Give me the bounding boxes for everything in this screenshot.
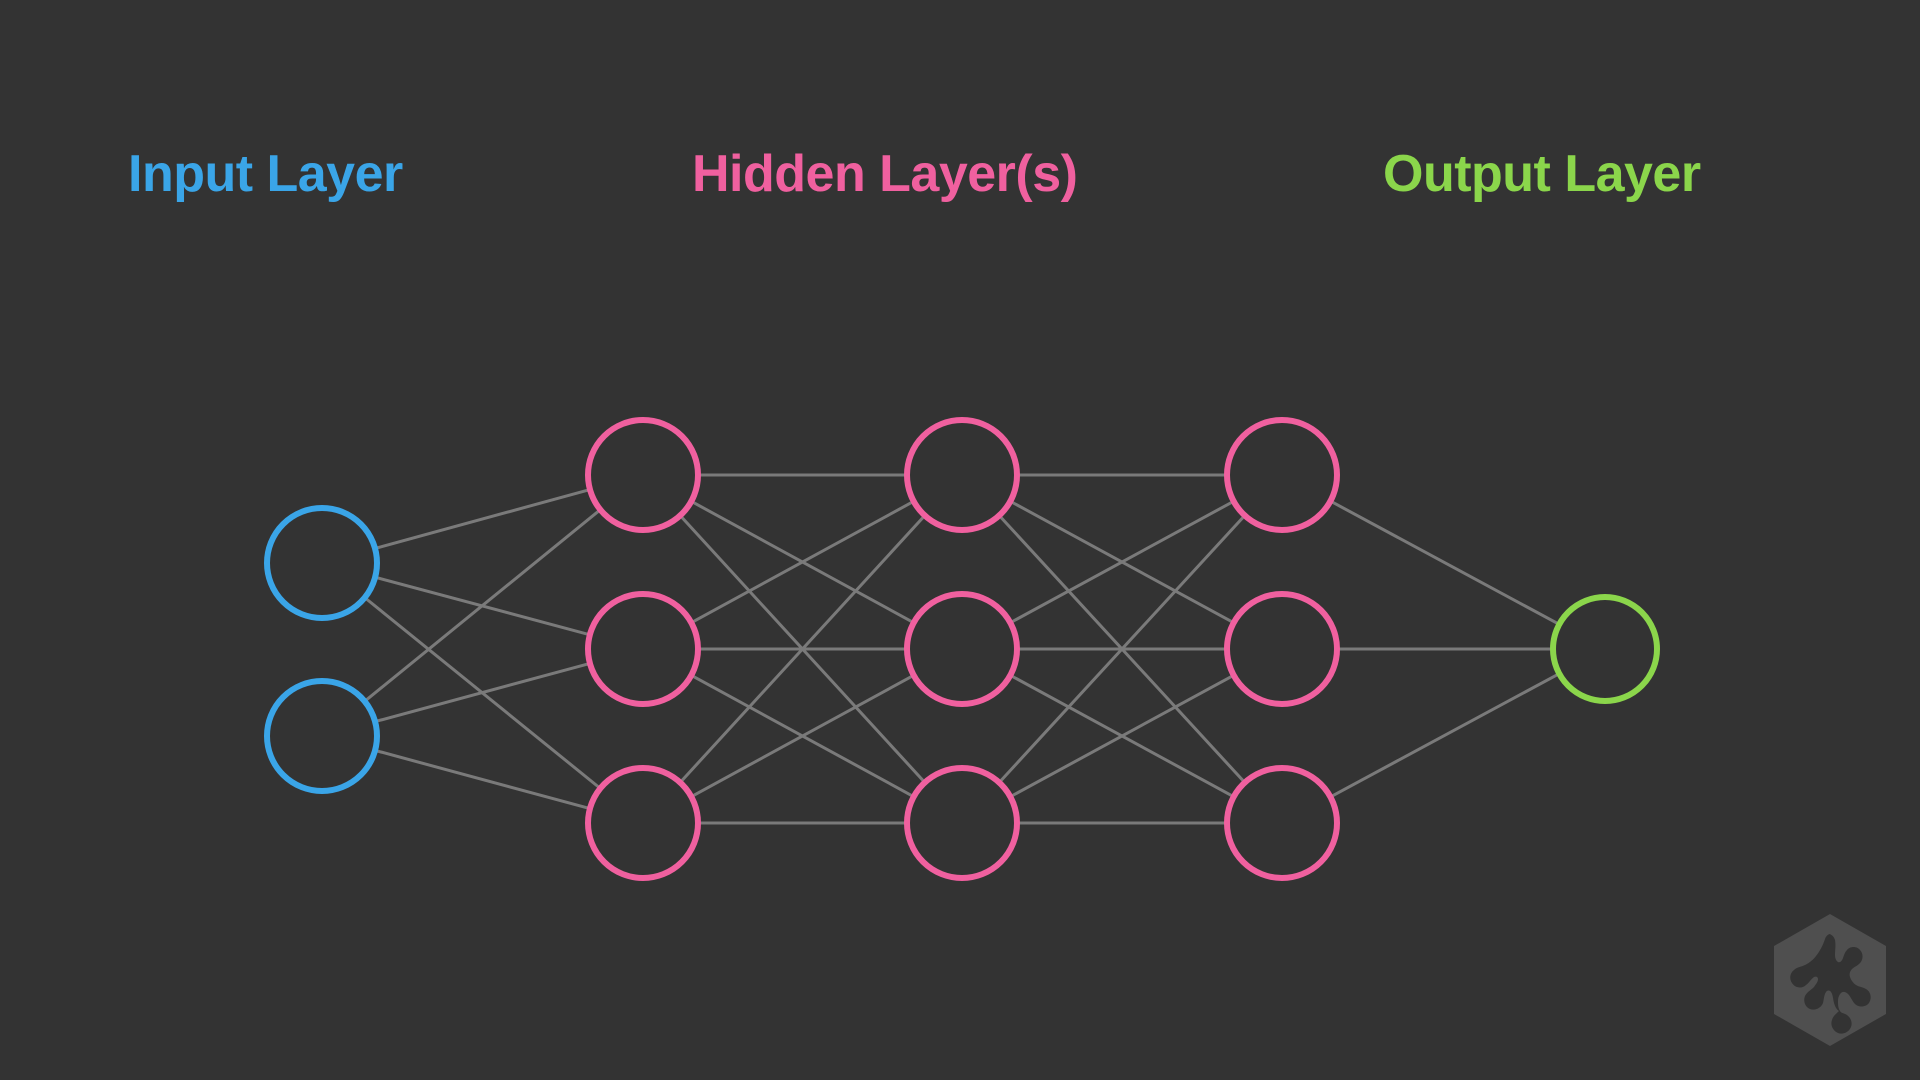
connection-line (689, 673, 916, 799)
neuron-glyph (1790, 934, 1871, 1034)
neuron-node-h1-2 (585, 591, 701, 707)
connection-line (997, 513, 1247, 785)
neuron-nodes (264, 417, 1660, 881)
neuron-node-h1-1 (585, 417, 701, 533)
neuron-node-h1-3 (585, 765, 701, 881)
input-layer-label: Input Layer (128, 145, 403, 203)
connection-line (363, 508, 602, 703)
hidden-layer-label: Hidden Layer(s) (692, 145, 1078, 203)
connection-line (373, 661, 592, 724)
connection-line (1008, 673, 1236, 799)
neuron-node-o1 (1550, 594, 1660, 704)
neuron-node-h2-3 (904, 765, 1020, 881)
neuron-node-h2-1 (904, 417, 1020, 533)
neuron-node-i2 (264, 678, 380, 794)
connection-line (373, 488, 592, 550)
output-layer-label: Output Layer (1383, 145, 1701, 203)
connection-edges (363, 473, 1561, 825)
connection-line (678, 514, 927, 784)
neuron-node-h3-2 (1224, 591, 1340, 707)
neuron-node-h3-1 (1224, 417, 1340, 533)
connection-line (1328, 499, 1561, 626)
neuron-node-i1 (264, 505, 380, 621)
connection-line (1328, 672, 1561, 799)
connection-line (373, 748, 592, 811)
neuron-node-h2-2 (904, 591, 1020, 707)
connection-line (1008, 499, 1236, 625)
treehouse-logo-icon (1774, 914, 1886, 1046)
neuron-node-h3-3 (1224, 765, 1340, 881)
connection-line (689, 499, 916, 625)
